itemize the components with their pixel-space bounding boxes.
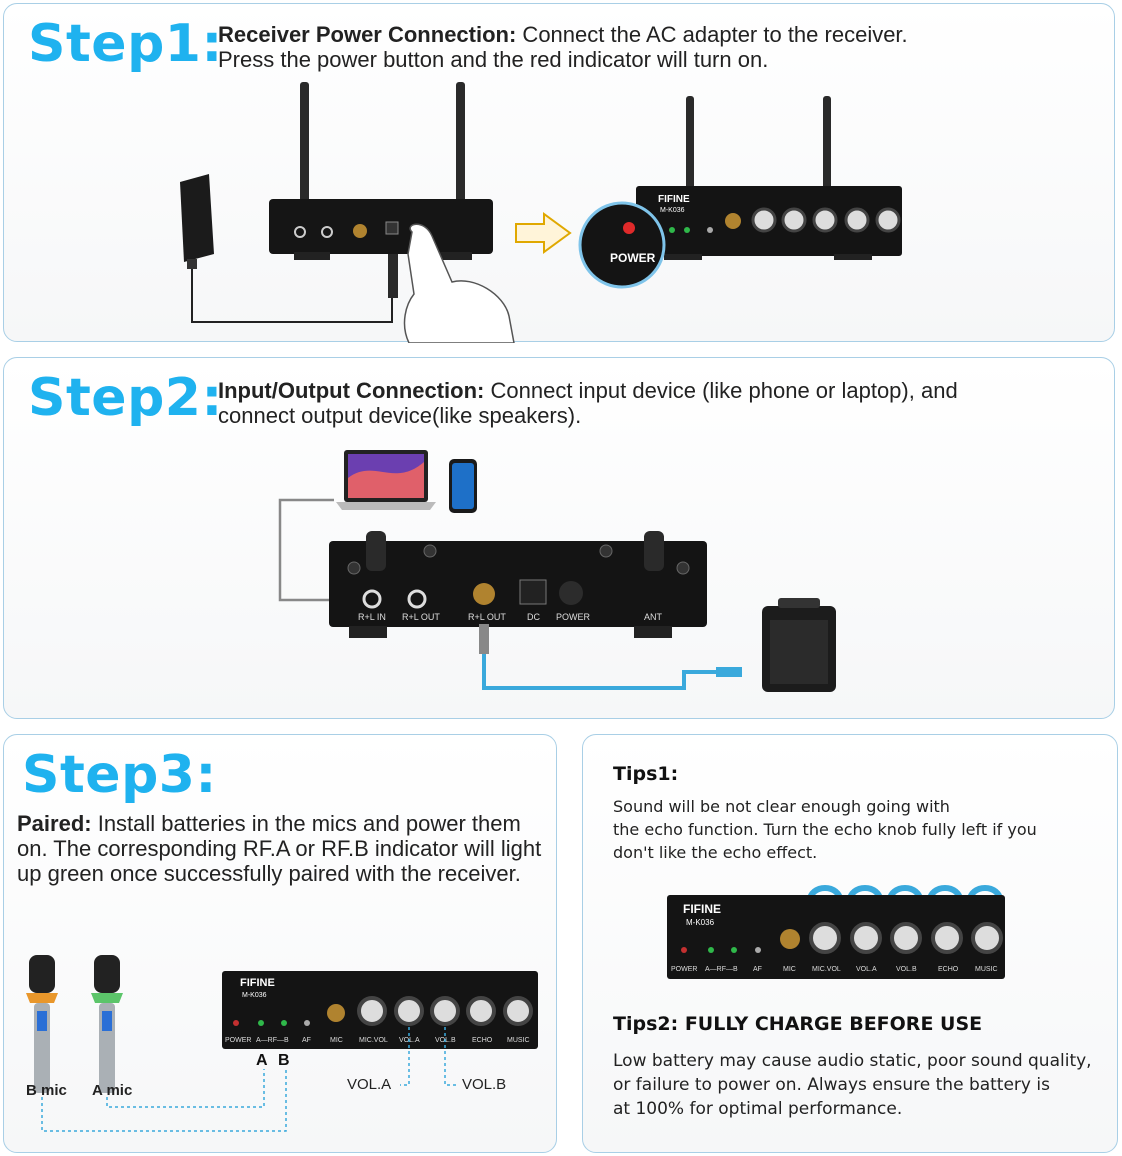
rf-a-label: A <box>256 1052 268 1069</box>
mic-a-label: A mic <box>92 1082 132 1099</box>
step1-text-b: Press the power button and the red indic… <box>218 47 769 72</box>
step3-label-power: POWER <box>225 1037 251 1044</box>
tips-label-af: AF <box>753 966 762 973</box>
tips2-text: Low battery may cause audio static, poor… <box>613 1049 1109 1121</box>
tips-label-volb: VOL.B <box>896 966 917 973</box>
step3-panel: Step3: Paired: Install batteries in the … <box>3 734 557 1153</box>
receiver-rear-large-icon: R+L IN R+L OUT R+L OUT DC POWER ANT <box>329 531 707 638</box>
speaker-icon <box>762 598 836 692</box>
tips-brand: FIFINE <box>683 902 721 916</box>
step2-title: Step2: <box>28 368 223 428</box>
tips2-title: Tips2: FULLY CHARGE BEFORE USE <box>613 1013 983 1035</box>
rf-b-label: B <box>278 1052 290 1069</box>
port-label-rl-out-1: R+L OUT <box>402 612 440 622</box>
step1-heading: Receiver Power Connection: <box>218 22 517 47</box>
step1-panel: Step1: Receiver Power Connection: Connec… <box>3 3 1115 343</box>
front-model: M-K036 <box>660 207 685 214</box>
step2-description: Input/Output Connection: Connect input d… <box>218 378 1098 428</box>
tips-label-power: POWER <box>671 966 697 973</box>
step3-label-af: AF <box>302 1037 311 1044</box>
tips1-line3: don't like the echo effect. <box>613 843 818 862</box>
step1-text-a: Connect the AC adapter to the receiver. <box>516 22 908 47</box>
receiver-rear-icon <box>269 82 493 298</box>
step3-description: Paired: Install batteries in the mics an… <box>17 811 547 886</box>
step2-heading: Input/Output Connection: <box>218 378 485 403</box>
step2-panel: Step2: Input/Output Connection: Connect … <box>3 357 1115 719</box>
front-brand: FIFINE <box>658 194 690 205</box>
tips1-line1: Sound will be not clear enough going wit… <box>613 797 950 816</box>
tips2-line1: Low battery may cause audio static, poor… <box>613 1051 1092 1071</box>
hand-icon <box>403 223 515 343</box>
step3-label-micvol: MIC.VOL <box>359 1037 388 1044</box>
step1-description: Receiver Power Connection: Connect the A… <box>218 22 1098 72</box>
mic-b-icon <box>26 955 58 1093</box>
step3-label-mic: MIC <box>330 1037 343 1044</box>
tips-model: M-K036 <box>686 918 715 927</box>
step3-model: M-K036 <box>242 992 267 999</box>
step3-title: Step3: <box>22 745 217 805</box>
phone-icon <box>449 459 477 513</box>
port-label-power: POWER <box>556 612 591 622</box>
receiver-front-tips-icon: FIFINE M-K036 POWER A—RF—B AF MIC MIC.VO… <box>667 895 1005 979</box>
tips-panel: Tips1: Sound will be not clear enough go… <box>582 734 1118 1153</box>
laptop-icon <box>336 450 436 510</box>
vol-a-label: VOL.A <box>347 1076 391 1093</box>
tips-label-micvol: MIC.VOL <box>812 966 841 973</box>
tips-label-vola: VOL.A <box>856 966 877 973</box>
step3-heading: Paired: <box>17 811 92 836</box>
step3-label-music: MUSIC <box>507 1037 530 1044</box>
vol-b-label: VOL.B <box>462 1076 506 1093</box>
step3-label-rf: A—RF—B <box>256 1037 289 1044</box>
receiver-front-icon: FIFINE M-K036 <box>636 96 902 260</box>
tips-receiver-illustration: FIFINE M-K036 POWER A—RF—B AF MIC MIC.VO… <box>667 885 1005 979</box>
step3-illustration: B mic A mic FIFINE M-K036 POWER A—RF—B A… <box>26 955 538 1132</box>
tips-label-music: MUSIC <box>975 966 998 973</box>
mic-a-icon <box>91 955 123 1093</box>
port-label-dc: DC <box>527 612 540 622</box>
mic-b-label: B mic <box>26 1082 67 1099</box>
tips2-line2: or failure to power on. Always ensure th… <box>613 1075 1050 1095</box>
tips2-line3: at 100% for optimal performance. <box>613 1099 903 1119</box>
port-label-rl-out-2: R+L OUT <box>468 612 506 622</box>
tips-label-rf: A—RF—B <box>705 966 738 973</box>
power-adapter-icon <box>180 174 393 323</box>
step1-title: Step1: <box>28 14 223 74</box>
step3-text: Install batteries in the mics and power … <box>17 811 542 886</box>
step3-brand: FIFINE <box>240 977 275 989</box>
step2-text-b: connect output device(like speakers). <box>218 403 582 428</box>
tips-label-mic: MIC <box>783 966 796 973</box>
power-zoom-icon: POWER <box>578 201 666 289</box>
tips1-title: Tips1: <box>613 763 679 785</box>
arrow-right-icon <box>515 212 572 254</box>
tips1-line2: the echo function. Turn the echo knob fu… <box>613 820 1037 839</box>
step2-illustration: R+L IN R+L OUT R+L OUT DC POWER ANT <box>278 450 836 692</box>
receiver-front-step3-icon: FIFINE M-K036 POWER A—RF—B AF MIC MIC.VO… <box>222 971 538 1049</box>
step1-illustration: FIFINE M-K036 POWER <box>180 82 902 343</box>
tips1-text: Sound will be not clear enough going wit… <box>613 795 1103 864</box>
step3-label-echo: ECHO <box>472 1037 493 1044</box>
step2-text-a: Connect input device (like phone or lapt… <box>484 378 958 403</box>
port-label-ant: ANT <box>644 612 663 622</box>
tips-label-echo: ECHO <box>938 966 959 973</box>
port-label-rl-in: R+L IN <box>358 612 386 622</box>
power-zoom-label: POWER <box>610 251 656 265</box>
